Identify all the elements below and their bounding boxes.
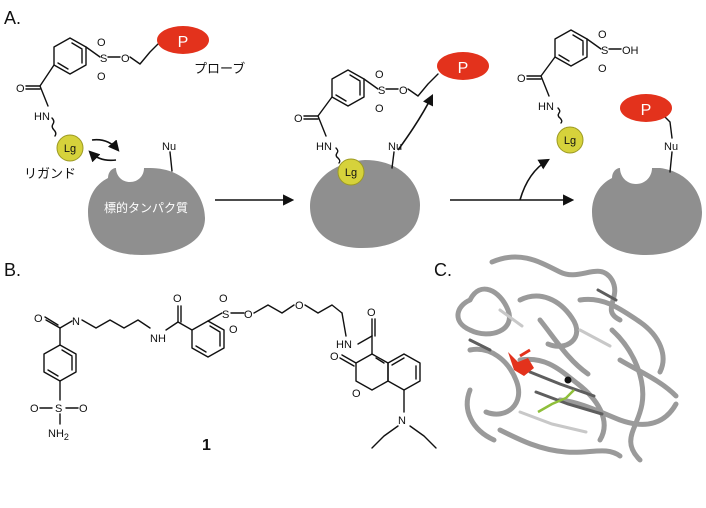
compound-number: 1 xyxy=(202,437,211,454)
compound-1-structure: O N NH O S O O O O HN O xyxy=(30,293,437,454)
probe-3 xyxy=(620,94,672,122)
ester-o-1: O xyxy=(121,53,130,65)
ester-o-2: O xyxy=(399,85,408,97)
amide-o-middle: O xyxy=(173,293,182,305)
target-protein-1 xyxy=(88,168,205,255)
ester-o-middle: O xyxy=(244,309,253,321)
nucleophile-3: Nu xyxy=(664,141,678,153)
benzene-ring-b1 xyxy=(43,344,77,382)
sulfur-2: S xyxy=(378,85,385,97)
lactone-o-carbonyl: O xyxy=(330,351,339,363)
sulfonyl-o-top-1: O xyxy=(97,37,106,49)
amide-o-2: O xyxy=(294,113,303,125)
probe-1 xyxy=(157,26,209,54)
coumarin-pyrone-ring xyxy=(355,353,389,391)
amide-o-3: O xyxy=(517,73,526,85)
ligand-1 xyxy=(56,134,84,162)
sulfur-3: S xyxy=(601,45,608,57)
sulfonyl-o-top-2: O xyxy=(375,69,384,81)
amide-o-left: O xyxy=(34,313,43,325)
stage-1: 標的タンパク質 Nu S O O O P プローブ O HN Lg リガンド xyxy=(16,26,245,255)
probe-symbol-3: P xyxy=(641,102,652,119)
probe-2 xyxy=(437,52,489,80)
sulfonyl-o-bottom-3: O xyxy=(598,63,607,75)
panel-c-label: C. xyxy=(434,260,452,280)
probe-label: プローブ xyxy=(194,61,245,77)
ligand-2 xyxy=(337,158,365,186)
ligand-symbol-2: Lg xyxy=(345,167,357,179)
panel-b-label: B. xyxy=(4,260,21,280)
amide-nh-3: HN xyxy=(538,101,554,113)
sulfonyl-o-middle-bottom: O xyxy=(229,324,238,336)
nucleophile-1: Nu xyxy=(162,141,176,153)
lactone-ring-o: O xyxy=(352,388,361,400)
sulfur-1: S xyxy=(100,53,107,65)
double-curved-arrow-icon xyxy=(88,138,120,163)
sulfonyl-o-bottom-1: O xyxy=(97,71,106,83)
amide-nh-2: HN xyxy=(316,141,332,153)
protein-ribbon-structure xyxy=(455,254,679,463)
amide-hn-right: HN xyxy=(336,339,352,351)
sulfonamide-o-right: O xyxy=(79,403,88,415)
sulfonic-acid-oh: OH xyxy=(622,45,639,57)
stage-2: Nu S O O O P O HN Lg xyxy=(294,52,489,248)
ligand-label: リガンド xyxy=(24,167,76,182)
probe-symbol-1: P xyxy=(178,34,189,51)
amide-nh-1: HN xyxy=(34,111,50,123)
curved-arrow-icon xyxy=(397,93,434,151)
bound-stick-green xyxy=(537,389,575,414)
amide-o-right: O xyxy=(367,307,376,319)
probe-symbol-2: P xyxy=(458,60,469,77)
benzene-ring-1 xyxy=(53,37,87,75)
sulfonyl-o-bottom-2: O xyxy=(375,103,384,115)
sulfonyl-o-middle-top: O xyxy=(219,293,228,305)
amide-o-1: O xyxy=(16,83,25,95)
coumarin-benzo-ring xyxy=(387,353,421,391)
sulfonamide-o-left: O xyxy=(30,403,39,415)
sulfonyl-o-top-3: O xyxy=(598,29,607,41)
diethylamino-n: N xyxy=(398,415,406,427)
benzene-ring-2 xyxy=(331,69,365,107)
stage-3: S O O OH O HN Lg Nu P xyxy=(517,29,702,255)
amide-nh-middle: NH xyxy=(150,333,166,345)
ligand-3 xyxy=(556,126,584,154)
target-protein-3 xyxy=(592,168,702,255)
bound-ligand-red xyxy=(508,348,534,376)
benzene-ring-3 xyxy=(554,29,588,67)
sulfonyl-s-middle: S xyxy=(222,309,229,321)
ether-o: O xyxy=(295,300,304,312)
target-protein-2 xyxy=(310,160,420,248)
benzene-ring-b2 xyxy=(191,320,225,358)
ligand-symbol-3: Lg xyxy=(564,135,576,147)
metal-ion xyxy=(564,376,572,384)
panel-a-label: A. xyxy=(4,8,21,28)
target-protein-label: 標的タンパク質 xyxy=(104,200,188,215)
sulfonamide-nh2: NH2 xyxy=(48,428,69,442)
sulfonamide-s: S xyxy=(55,403,62,415)
amide-n-left: N xyxy=(72,316,80,328)
right-arrow-icon xyxy=(450,158,575,206)
ligand-symbol-1: Lg xyxy=(64,143,76,155)
